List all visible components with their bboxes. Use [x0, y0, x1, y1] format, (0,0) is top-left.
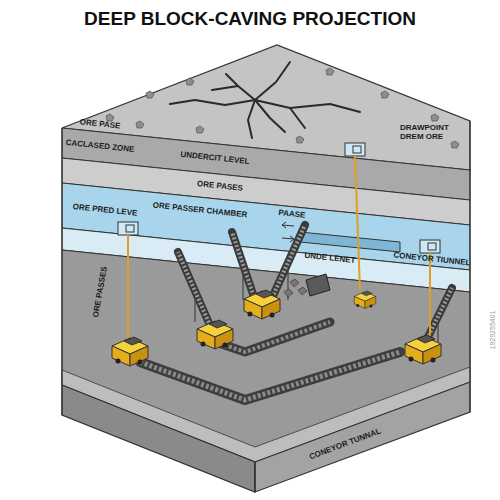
- crack: [248, 100, 255, 138]
- crack: [170, 100, 255, 105]
- rock: [381, 91, 389, 98]
- ore-pass-panel: [345, 143, 365, 156]
- ore-pass-icon: [428, 243, 436, 250]
- crack: [255, 100, 360, 112]
- crack: [255, 62, 290, 100]
- surface-cracks: [170, 62, 360, 138]
- rock: [196, 126, 204, 133]
- crusher-machine: [112, 337, 148, 366]
- rock: [136, 121, 144, 128]
- crack: [212, 86, 238, 90]
- ore-pass-icon: [126, 225, 134, 232]
- rock: [298, 287, 307, 295]
- floor-conveyor-belt: [140, 352, 400, 400]
- crusher-machine: [244, 290, 280, 319]
- surface-rocks: [106, 68, 459, 148]
- rock: [284, 289, 293, 297]
- flow-arrows: [282, 222, 294, 242]
- floor-conveyor: [140, 352, 400, 400]
- rock: [290, 279, 299, 287]
- ore-pass-panel: [420, 240, 440, 253]
- rock: [186, 78, 194, 85]
- tunnel-slot: [300, 232, 400, 252]
- rock: [451, 141, 459, 148]
- rock: [431, 114, 439, 121]
- loader-bucket: [306, 274, 330, 296]
- block-front-left: [62, 385, 255, 492]
- crack: [255, 100, 285, 132]
- part-label: DRAWPOINT DREM ORE: [400, 123, 456, 141]
- rock: [296, 136, 304, 143]
- rock: [146, 91, 154, 98]
- rock: [326, 68, 334, 75]
- ore-pass-line: [128, 156, 430, 340]
- block-front-right: [255, 382, 470, 492]
- diagram-title: DEEP BLOCK-CAVING PROJECTION: [0, 8, 500, 30]
- ore-pass-panel: [118, 222, 138, 235]
- ore-pass-icon: [353, 146, 361, 153]
- crack: [290, 108, 305, 128]
- block-edges: [62, 121, 470, 492]
- haul-truck: [354, 291, 376, 308]
- crusher-machine: [197, 320, 233, 349]
- crusher-machine: [405, 335, 441, 364]
- watermark: 1929255401: [489, 311, 496, 350]
